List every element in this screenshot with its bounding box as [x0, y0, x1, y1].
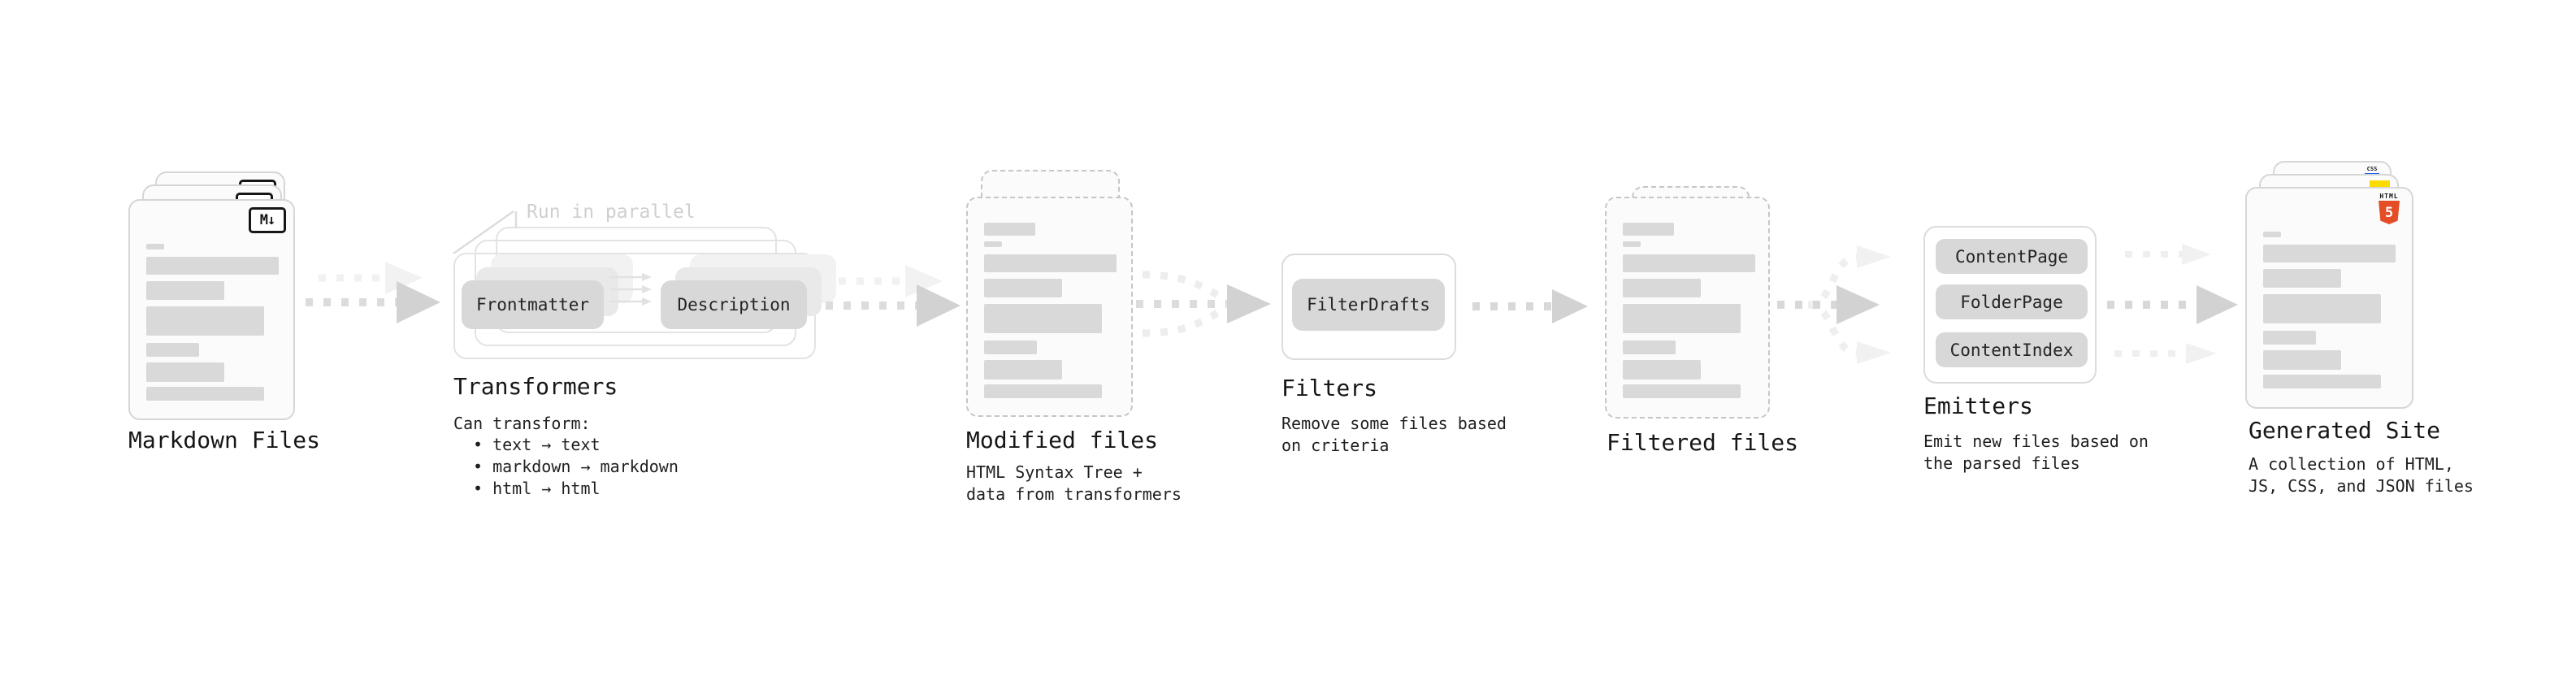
doc-bar [1623, 304, 1741, 333]
emitters-desc-line: Emit new files based on [1923, 432, 2149, 451]
arrow-modified-to-filters-icon [1136, 271, 1271, 337]
transformer-pill-frontmatter: Frontmatter [462, 280, 604, 329]
doc-bar [2263, 232, 2281, 237]
doc-bar [146, 306, 264, 336]
emitters-desc-line: the parsed files [1923, 453, 2080, 473]
modified-files-desc-line: HTML Syntax Tree + [966, 462, 1143, 482]
filter-pill-filterdrafts: FilterDrafts [1292, 279, 1445, 331]
arrow-emitters-to-generated-icon [2107, 244, 2238, 364]
transformers-heading: Transformers [453, 373, 618, 400]
doc-bar [984, 254, 1117, 272]
arrow-filters-to-filtered-icon [1472, 289, 1588, 323]
filtered-files-heading: Filtered files [1607, 429, 1799, 456]
doc-bar [146, 362, 224, 382]
doc-bar [1623, 360, 1701, 380]
emitters-frame: ContentPage FolderPage ContentIndex [1923, 226, 2097, 384]
doc-bar [146, 387, 264, 401]
generated-site-desc-line: JS, CSS, and JSON files [2249, 476, 2474, 496]
doc-bar [146, 244, 164, 249]
doc-bar [984, 340, 1037, 354]
arrow-markdown-to-transformers-icon [306, 262, 440, 323]
modified-file-card [966, 197, 1133, 417]
transformer-pill-description: Description [661, 280, 807, 329]
doc-bar [984, 241, 1002, 247]
arrow-filtered-to-emitters-icon [1777, 245, 1891, 364]
js-badge-icon [2370, 180, 2390, 189]
bullet-item: html → html [473, 478, 679, 500]
modified-files-heading: Modified files [966, 427, 1159, 453]
doc-bar [2263, 294, 2381, 323]
bullet-item: text → text [473, 434, 679, 456]
doc-bar [1623, 223, 1674, 236]
doc-bar [2263, 375, 2381, 388]
annotation-leader-line-icon [453, 210, 518, 255]
emitter-pill-contentpage: ContentPage [1936, 239, 2088, 274]
markdown-file-card: M↓ [128, 199, 295, 420]
modified-files-desc-line: data from transformers [966, 484, 1182, 504]
doc-bar [984, 223, 1035, 236]
doc-bar [984, 384, 1102, 398]
doc-bar [146, 257, 279, 275]
arrow-transformers-to-modified-icon [826, 265, 961, 327]
doc-bar [984, 304, 1102, 333]
filters-desc-line: on criteria [1281, 436, 1390, 455]
generated-site-heading: Generated Site [2249, 417, 2441, 444]
markdown-files-label: Markdown Files [128, 427, 321, 453]
doc-bar [146, 343, 199, 357]
transformers-subheading: Can transform: [453, 414, 591, 433]
filters-heading: Filters [1281, 375, 1378, 401]
doc-bar [2263, 269, 2341, 288]
html5-badge-icon: HTML 5 [2377, 193, 2401, 224]
doc-bar [146, 281, 224, 300]
filters-desc-line: Remove some files based [1281, 414, 1507, 433]
transformers-bullet-list: text → text markdown → markdown html → h… [462, 434, 679, 500]
doc-bar [2263, 331, 2316, 345]
generated-site-desc-line: A collection of HTML, [2249, 454, 2454, 474]
bullet-item: markdown → markdown [473, 456, 679, 478]
doc-bar [2263, 245, 2396, 262]
parallel-arrows-icon [609, 273, 652, 306]
emitters-heading: Emitters [1923, 393, 2033, 419]
emitter-pill-folderpage: FolderPage [1936, 284, 2088, 319]
run-in-parallel-annotation: Run in parallel [527, 202, 696, 223]
doc-bar [1623, 279, 1701, 297]
doc-bar [1623, 241, 1641, 247]
filtered-file-card [1605, 197, 1770, 419]
doc-bar [984, 279, 1062, 297]
doc-bar [1623, 384, 1741, 398]
emitter-pill-contentindex: ContentIndex [1936, 332, 2088, 367]
doc-bar [2263, 350, 2341, 370]
markdown-icon: M↓ [249, 207, 286, 233]
doc-bar [984, 360, 1062, 380]
doc-bar [1623, 254, 1755, 272]
doc-bar [1623, 340, 1676, 354]
generated-file-card-html: HTML 5 [2245, 187, 2413, 409]
